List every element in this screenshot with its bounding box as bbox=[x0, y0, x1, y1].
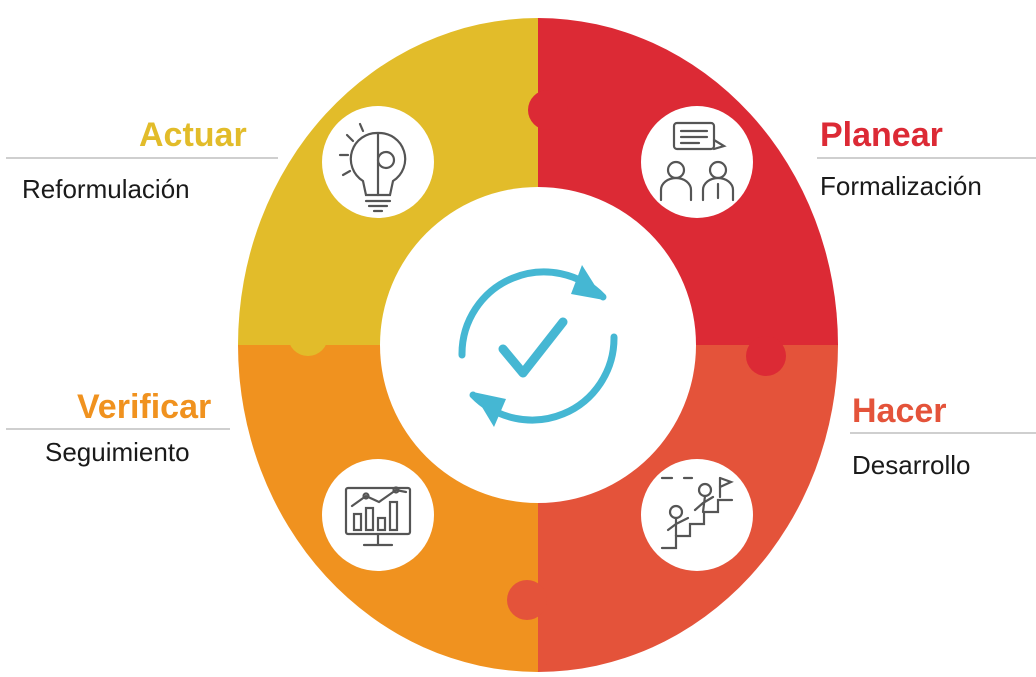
refresh-check-icon bbox=[458, 265, 618, 427]
lightbulb-gear-icon bbox=[338, 122, 407, 213]
puzzle-knob-left bbox=[288, 316, 328, 356]
phase-title-verificar: Verificar bbox=[77, 388, 212, 426]
puzzle-knob-right bbox=[746, 336, 786, 376]
climbing-stairs-icon bbox=[660, 476, 734, 550]
center-disk bbox=[380, 187, 696, 503]
phase-title-hacer: Hacer bbox=[852, 392, 947, 430]
arrow-head-top bbox=[571, 265, 604, 300]
divider-hacer bbox=[850, 432, 1036, 434]
arrow-head-bottom bbox=[473, 392, 506, 427]
phase-subtitle-verificar: Seguimiento bbox=[45, 437, 190, 467]
divider-planear bbox=[817, 157, 1036, 159]
phase-subtitle-hacer: Desarrollo bbox=[852, 450, 971, 480]
phase-subtitle-planear: Formalización bbox=[820, 171, 982, 201]
divider-verificar bbox=[6, 428, 230, 430]
icon-circle-verificar bbox=[322, 459, 434, 571]
monitor-chart-icon bbox=[344, 486, 412, 547]
phase-title-planear: Planear bbox=[820, 116, 943, 154]
icon-circle-planear bbox=[641, 106, 753, 218]
puzzle-knob-top bbox=[528, 90, 568, 130]
divider-actuar bbox=[6, 157, 278, 159]
icon-circle-hacer bbox=[641, 459, 753, 571]
puzzle-knob-bottom bbox=[507, 580, 547, 620]
phase-subtitle-actuar: Reformulación bbox=[22, 174, 190, 204]
phase-title-actuar: Actuar bbox=[139, 116, 247, 154]
meeting-people-icon bbox=[659, 121, 735, 202]
